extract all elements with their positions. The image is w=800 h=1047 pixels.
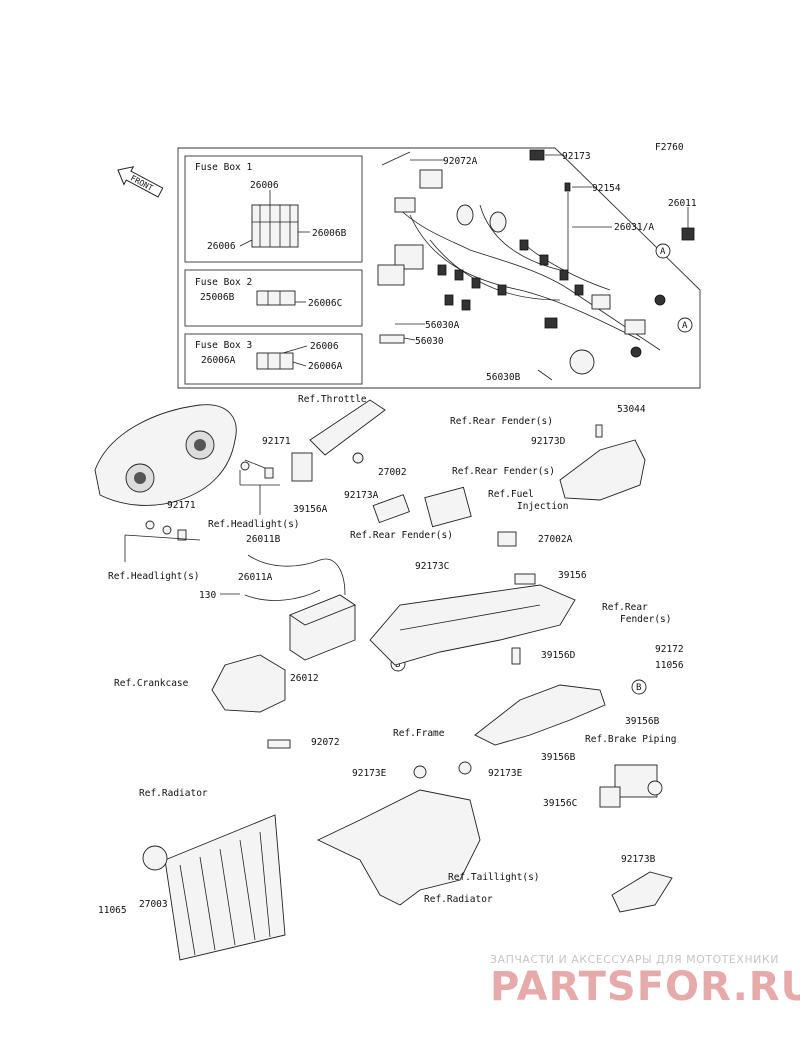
fuse-box-1-part-a: 26006 <box>250 180 279 191</box>
fuse-box-1: Fuse Box 1 26006 26006B 26006 <box>184 155 363 263</box>
label-11065: 11065 <box>98 905 127 916</box>
fuse-box-3-part-c: 26006A <box>308 361 343 372</box>
label-92171-a: 92171 <box>262 436 291 447</box>
label-26011: 26011 <box>668 198 697 209</box>
label-92072A: 92072A <box>443 156 478 167</box>
label-130: 130 <box>199 590 216 601</box>
fuse-box-2-title: Fuse Box 2 <box>195 277 252 288</box>
fuse-block-2 <box>256 290 296 306</box>
fuse-box-1-title: Fuse Box 1 <box>195 162 252 173</box>
fuse-box-3-part-b: 26006A <box>201 355 236 366</box>
label-ref-brake-piping: Ref.Brake Piping <box>585 734 677 745</box>
label-ref-crankcase: Ref.Crankcase <box>114 678 189 689</box>
label-27002A: 27002A <box>538 534 573 545</box>
radiator-drawing <box>164 814 286 961</box>
label-92154: 92154 <box>592 183 621 194</box>
harness-group-outline <box>177 147 701 389</box>
rear-fender-piece-drawing <box>559 424 646 501</box>
fan-switch-drawing <box>142 845 168 871</box>
label-92172: 92172 <box>655 644 684 655</box>
label-ref-rear-fender-c: Ref.Rear Fender(s) <box>350 530 453 541</box>
battery-drawing <box>289 594 356 661</box>
fuse-box-2-part-b: 26006C <box>308 298 342 309</box>
label-26031A: 26031/A <box>614 222 654 233</box>
label-92173D: 92173D <box>531 436 566 447</box>
label-ref-taillights: Ref.Taillight(s) <box>448 872 540 883</box>
circle-ref-b-right: B <box>631 679 647 695</box>
label-26012: 26012 <box>290 673 319 684</box>
label-92072: 92072 <box>311 737 340 748</box>
under-cover-drawing <box>316 789 481 906</box>
label-ref-throttle: Ref.Throttle <box>298 394 367 405</box>
svg-text:B: B <box>395 660 400 670</box>
label-39156B: 39156B <box>625 716 660 727</box>
label-ref-radiator-b: Ref.Radiator <box>424 894 493 905</box>
rear-tray-drawing <box>369 584 576 666</box>
fuse-block-1 <box>251 204 299 248</box>
circle-ref-a-bottom: A <box>677 317 693 333</box>
label-ref-rear-fenders-d1: Ref.Rear <box>602 602 648 613</box>
fuse-box-2-part-a: 25006B <box>200 292 235 303</box>
label-56030B: 56030B <box>486 372 521 383</box>
crankcase-drawing <box>211 654 286 713</box>
label-27002: 27002 <box>378 467 407 478</box>
fuse-box-1-part-b: 26006B <box>312 228 347 239</box>
diagram-code: F2760 <box>655 142 684 153</box>
label-39156A: 39156A <box>293 504 328 515</box>
throttle-body-drawing <box>291 399 386 482</box>
wiring-harness-drawing <box>377 149 695 381</box>
frame-drawing <box>474 684 606 746</box>
fuse-box-1-part-c: 26006 <box>207 241 236 252</box>
label-92173E-a: 92173E <box>352 768 387 779</box>
label-27003: 27003 <box>139 899 168 910</box>
label-56030A: 56030A <box>425 320 460 331</box>
watermark-top: ЗАПЧАСТИ И АКСЕССУАРЫ ДЛЯ МОТОТЕХНИКИ <box>490 953 779 966</box>
label-ref-fuel-1: Ref.Fuel <box>488 489 534 500</box>
label-92173E-b: 92173E <box>488 768 523 779</box>
label-39156: 39156 <box>558 570 587 581</box>
abs-unit-drawing <box>599 764 663 808</box>
headlight-assembly-drawing <box>94 404 237 506</box>
label-92171-b: 92171 <box>167 500 196 511</box>
label-ref-rear-fenders-d2: Fender(s) <box>620 614 671 625</box>
watermark-main: PARTSFOR.RU <box>490 964 800 1010</box>
fuse-box-3: Fuse Box 3 26006 26006A 26006A <box>184 333 363 385</box>
label-ref-headlights-a: Ref.Headlight(s) <box>208 519 300 530</box>
label-ref-rear-fender-a: Ref.Rear Fender(s) <box>450 416 553 427</box>
label-26011A: 26011A <box>238 572 273 583</box>
front-arrow-icon: FRONT <box>117 166 164 198</box>
label-ref-frame: Ref.Frame <box>393 728 445 739</box>
svg-text:B: B <box>636 683 641 693</box>
label-26011B: 26011B <box>246 534 281 545</box>
label-ref-rear-fender-b: Ref.Rear Fender(s) <box>452 466 555 477</box>
label-39156C: 39156C <box>543 798 577 809</box>
label-53044: 53044 <box>617 404 646 415</box>
label-92173: 92173 <box>562 151 591 162</box>
label-92173C: 92173C <box>415 561 449 572</box>
label-ref-radiator-a: Ref.Radiator <box>139 788 208 799</box>
label-ref-headlights-b: Ref.Headlight(s) <box>108 571 200 582</box>
fuse-box-3-title: Fuse Box 3 <box>195 340 252 351</box>
label-92173A: 92173A <box>344 490 379 501</box>
label-11056: 11056 <box>655 660 684 671</box>
svg-text:A: A <box>660 247 666 257</box>
fuse-box-3-part-a: 26006 <box>310 341 339 352</box>
fuse-box-2: Fuse Box 2 25006B 26006C <box>184 269 363 327</box>
circle-ref-a-top: A <box>655 243 671 259</box>
taillight-drawing <box>611 871 673 913</box>
fuse-block-3 <box>256 352 294 370</box>
label-ref-fuel-2: Injection <box>517 501 568 512</box>
label-39156B-2: 39156B <box>541 752 576 763</box>
label-56030: 56030 <box>415 336 444 347</box>
svg-text:A: A <box>682 321 688 331</box>
label-92173B: 92173B <box>621 854 656 865</box>
label-39156D: 39156D <box>541 650 576 661</box>
